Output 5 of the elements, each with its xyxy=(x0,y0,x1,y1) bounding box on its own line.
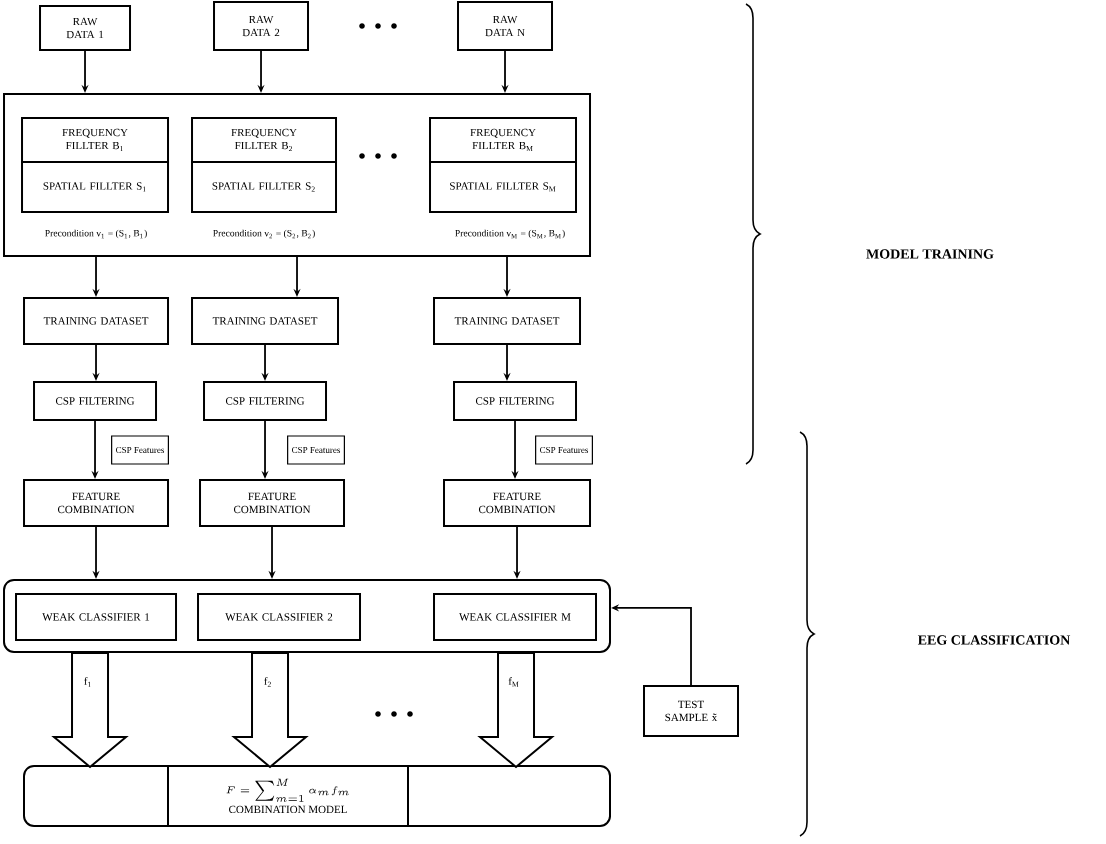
container-box xyxy=(3,578,611,653)
container-box xyxy=(3,93,591,257)
block-arrow xyxy=(231,652,309,769)
block-arrow xyxy=(51,652,129,769)
block-arrow xyxy=(477,652,555,769)
